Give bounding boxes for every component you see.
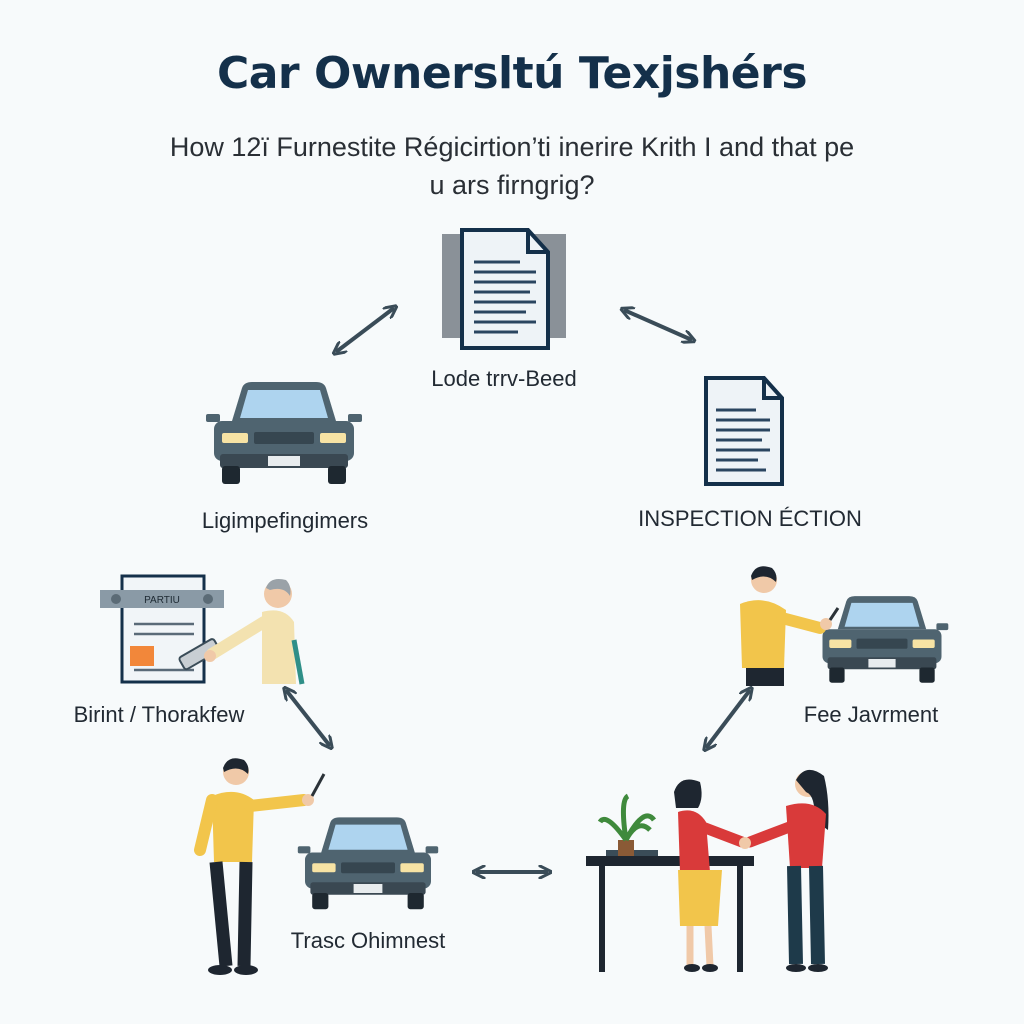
label-fee-payment: Fee Javrment (803, 702, 939, 727)
arrow-mid-left (286, 690, 330, 746)
car-icon-bottom (297, 817, 439, 910)
person-with-key-bottom (194, 758, 326, 975)
arrow-mid-right (706, 690, 750, 748)
label-trasc: Trasc Ohimnest (290, 928, 446, 953)
person-with-key-right (740, 566, 840, 686)
person-elderly (204, 579, 305, 685)
label-document-top: Lode trrv-Beed (431, 366, 577, 391)
label-sign-transfer: Birint / Thorakfew (73, 702, 245, 727)
certificate-sign-text: PARTIU (144, 595, 180, 606)
document-icon-top (442, 228, 566, 350)
handshake-desk-scene (586, 769, 829, 972)
certificate-icon (100, 574, 224, 684)
car-icon-left (206, 382, 362, 484)
label-car-left: Ligimpefingimers (201, 508, 369, 533)
label-inspection: INSPECTION ÉCTION (638, 506, 862, 531)
diagram-subtitle: How 12ï Furnestite Régicirtion’ti inerir… (169, 132, 855, 200)
diagram-title: Car Ownersltú Texjshérs (216, 48, 808, 99)
arrow-top-left (336, 308, 394, 352)
document-icon-right (704, 376, 784, 486)
arrow-top-right (624, 310, 692, 340)
